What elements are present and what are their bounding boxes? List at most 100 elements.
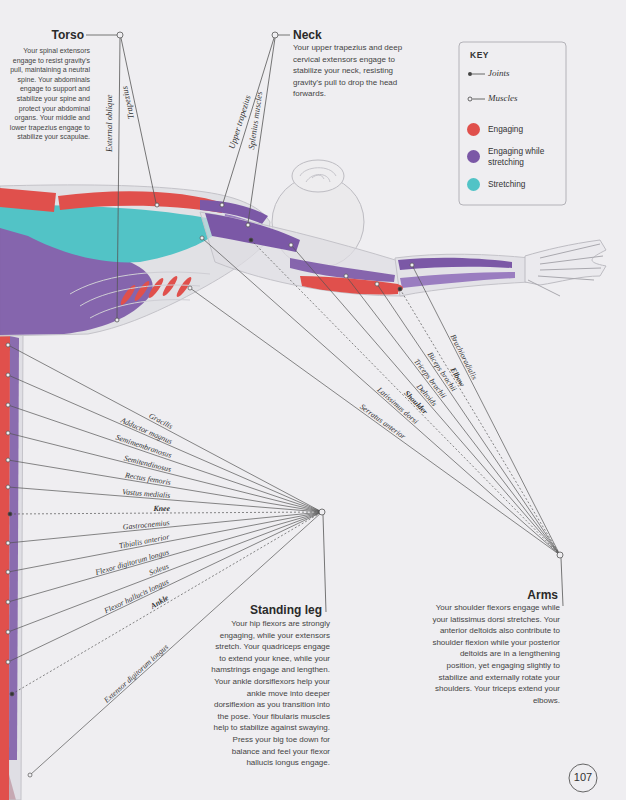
muscle-leader <box>8 345 322 512</box>
leader-line <box>223 38 274 203</box>
muscle-leader <box>8 512 322 632</box>
leader-line <box>278 35 290 36</box>
muscle-marker <box>200 236 204 240</box>
hand-outline <box>525 240 606 285</box>
muscle-leader <box>346 276 560 555</box>
leader-group <box>6 236 560 777</box>
joint-marker <box>249 238 253 242</box>
forearm-outline <box>395 254 530 296</box>
muscle-leader <box>190 288 560 555</box>
serratus-slip <box>175 275 194 298</box>
leader-line <box>323 515 326 612</box>
muscle-marker <box>289 243 293 247</box>
legend-swatch <box>467 178 480 191</box>
muscle-leader <box>8 512 322 602</box>
serratus-slip <box>147 276 166 299</box>
forearm-muscle <box>398 258 512 270</box>
rib <box>80 285 200 306</box>
muscle-marker <box>28 773 32 777</box>
biceps-muscle <box>300 276 398 295</box>
muscle-leader <box>291 245 560 555</box>
muscle-leader <box>8 433 322 512</box>
spinal-extensor-muscle <box>0 188 56 212</box>
muscle-sample <box>468 97 472 101</box>
neck-leaders <box>220 32 290 227</box>
section-text: Your hip flexors are strongly engaging, … <box>210 618 330 769</box>
muscle-marker <box>344 274 348 278</box>
legend-text: Muscles <box>488 93 562 104</box>
leg-muscle <box>0 335 10 800</box>
hair-lines <box>300 168 336 182</box>
muscle-marker <box>6 431 10 435</box>
joint-leader <box>400 289 560 555</box>
hair-bun <box>292 160 344 192</box>
section-heading: Standing leg <box>222 603 322 617</box>
page-number: 107 <box>569 771 597 783</box>
hand-bones <box>528 244 603 296</box>
muscle-marker <box>6 630 10 634</box>
serratus-slip <box>161 274 180 297</box>
section-heading: Torso <box>20 28 84 42</box>
section-text: Your upper trapezius and deep cervical e… <box>293 42 411 100</box>
serratus-muscle <box>119 274 194 306</box>
joint-label: Knee <box>153 503 170 512</box>
muscle-leader <box>202 238 560 555</box>
thumb-bone <box>528 280 560 296</box>
rib <box>70 272 210 294</box>
muscle-marker <box>6 485 10 489</box>
joint-marker <box>10 692 14 696</box>
leader-hub <box>557 552 563 558</box>
muscle-marker <box>246 223 250 227</box>
muscle-leader <box>8 487 322 512</box>
muscle-marker <box>6 541 10 545</box>
section-heading: Arms <box>458 588 558 602</box>
brachialis-muscle <box>387 284 403 292</box>
legend-text: Engaging <box>488 124 562 135</box>
muscle-marker <box>6 343 10 347</box>
muscle-leader <box>8 375 322 512</box>
legend-swatch <box>467 123 480 136</box>
muscle-leader <box>8 405 322 512</box>
joint-marker <box>398 287 402 291</box>
legend-text: Engaging while stretching <box>488 146 562 167</box>
legend-box <box>459 42 566 205</box>
legend-swatch <box>467 150 480 163</box>
muscle-leader <box>377 284 560 555</box>
forearm-muscle <box>400 272 515 288</box>
rib <box>90 300 190 318</box>
muscle-marker <box>6 458 10 462</box>
latissimus-muscle <box>0 205 228 262</box>
leader-line <box>117 38 120 318</box>
joint-marker <box>8 512 12 516</box>
joint-sample <box>468 72 472 76</box>
finger-bone <box>538 276 594 280</box>
muscle-marker <box>220 203 224 207</box>
upper-arm-outline <box>200 212 404 296</box>
leader-hub <box>117 32 123 38</box>
muscle-marker <box>410 263 414 267</box>
finger-bone <box>540 268 601 270</box>
leader-line <box>121 38 156 203</box>
page-number-circle <box>569 764 597 792</box>
joint-sample <box>472 74 485 75</box>
finger-bone <box>540 256 603 264</box>
muscle-sample <box>473 99 486 100</box>
muscle-marker <box>6 403 10 407</box>
muscle-marker <box>6 660 10 664</box>
muscle-marker <box>6 373 10 377</box>
leader-line <box>561 558 563 606</box>
leader-line <box>86 35 117 36</box>
muscle-marker <box>188 286 192 290</box>
section-heading: Neck <box>293 28 393 42</box>
section-text: Your spinal extensors engage to resist g… <box>0 46 90 142</box>
serratus-slip <box>133 279 152 302</box>
muscle-marker <box>6 600 10 604</box>
deltoid-muscle <box>205 213 300 252</box>
muscle-marker <box>6 570 10 574</box>
finger-bone <box>540 244 600 258</box>
legend-title: KEY <box>470 50 530 60</box>
muscle-marker <box>115 318 119 322</box>
muscle-marker <box>155 203 159 207</box>
